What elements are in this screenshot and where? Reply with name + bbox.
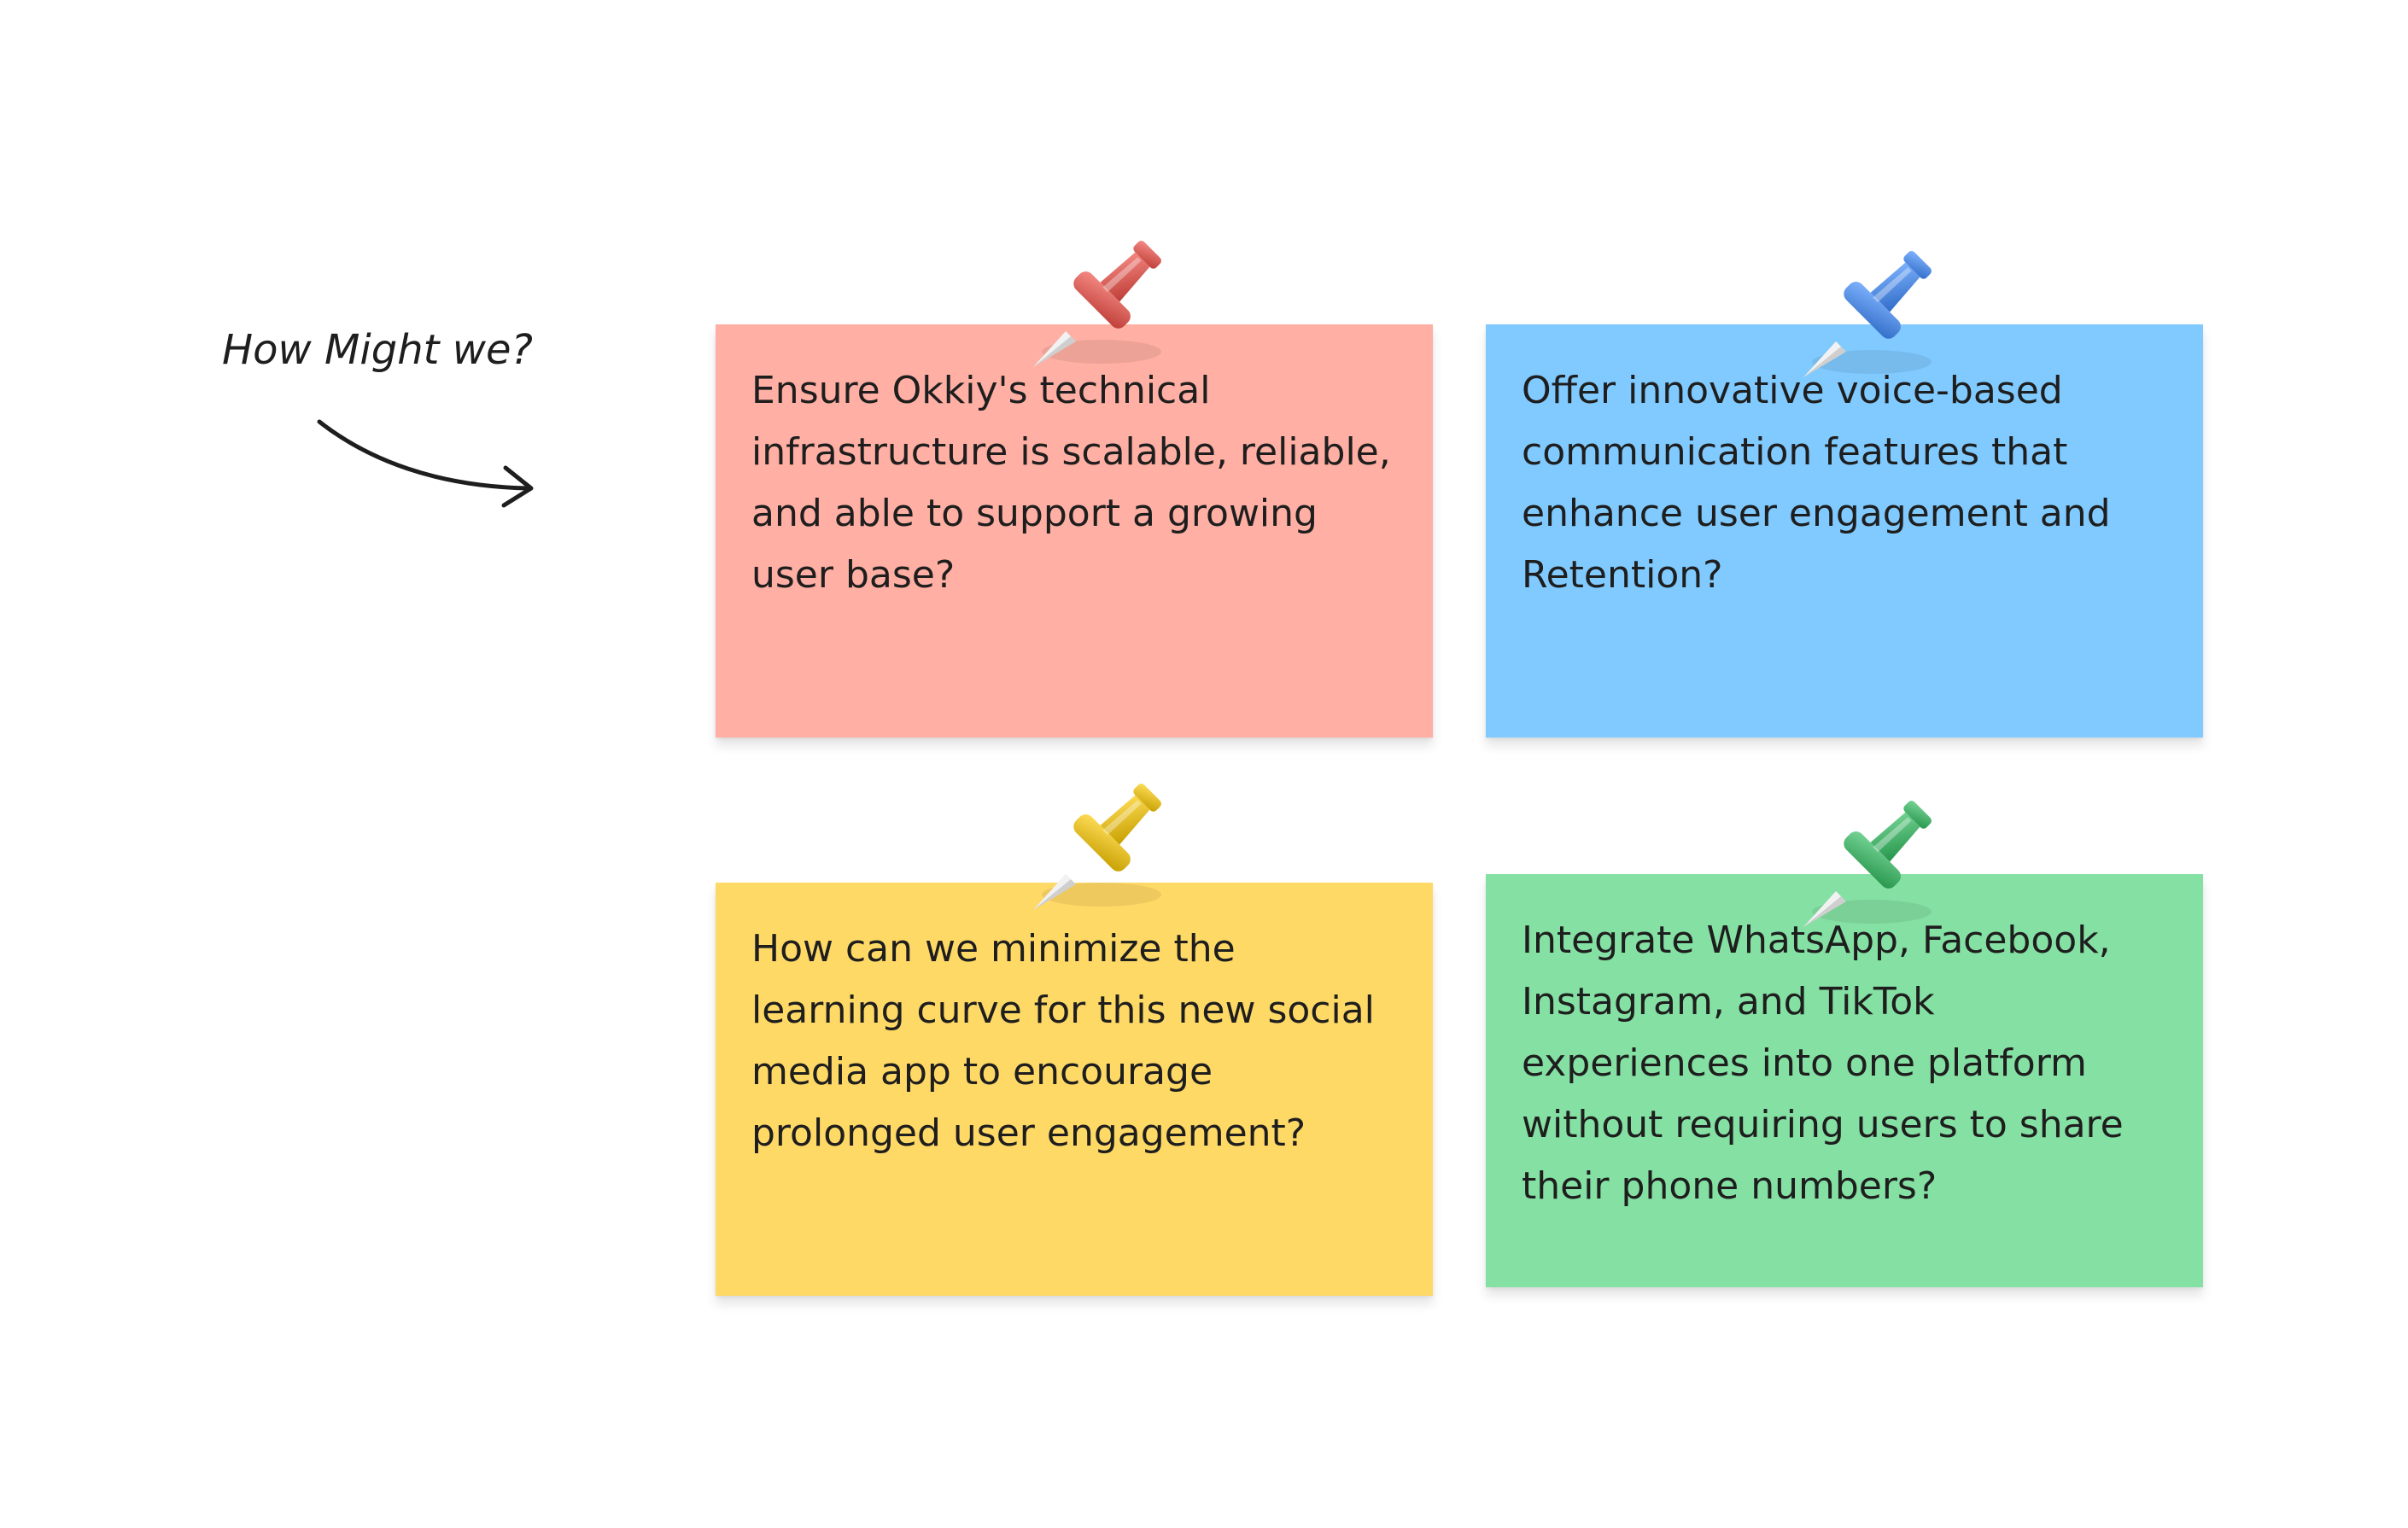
pushpin-icon (1803, 251, 1932, 377)
sticky-note-voice-features[interactable]: Offer innovative voice-based communicati… (1486, 324, 2203, 738)
sticky-note-text[interactable]: Ensure Okkiy's technical infrastructure … (751, 369, 1391, 597)
sticky-note-text[interactable]: Offer innovative voice-based communicati… (1522, 369, 2111, 597)
sticky-note-text[interactable]: How can we minimize the learning curve f… (751, 927, 1375, 1155)
pushpin-icon (1803, 801, 1932, 927)
pushpin-icon (1033, 241, 1161, 367)
how-might-we-label[interactable]: How Might we? (222, 326, 533, 374)
sticky-note-platform-integration[interactable]: Integrate WhatsApp, Facebook, Instagram,… (1486, 874, 2203, 1287)
sticky-note-learning-curve[interactable]: How can we minimize the learning curve f… (716, 883, 1433, 1296)
sticky-note-text[interactable]: Integrate WhatsApp, Facebook, Instagram,… (1522, 919, 2124, 1208)
sticky-note-infrastructure[interactable]: Ensure Okkiy's technical infrastructure … (716, 324, 1433, 738)
pushpin-icon (1033, 784, 1161, 910)
curved-arrow-right-icon[interactable] (316, 410, 546, 512)
